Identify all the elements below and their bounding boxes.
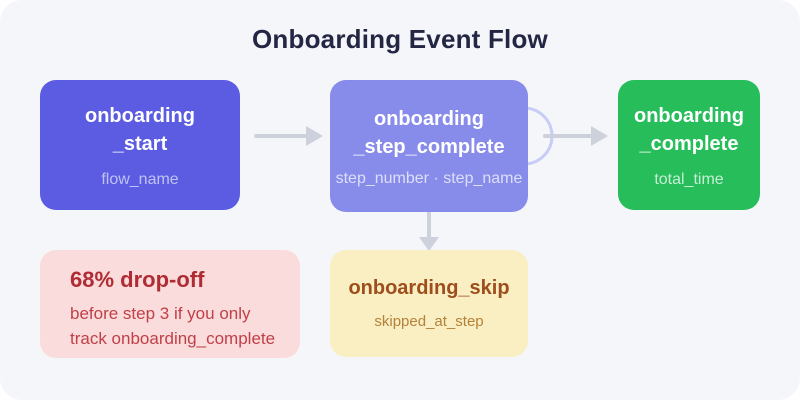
arrow-right-icon [254,126,323,146]
node-params: step_number · step_name [335,169,523,187]
node-onboarding-start: onboarding _start flow_name [40,80,240,210]
page-title: Onboarding Event Flow [252,24,548,54]
dropoff-heading: 68% drop-off [70,267,205,292]
node-onboarding-step-complete: onboarding _step_complete step_number · … [330,80,528,212]
dropoff-callout: 68% drop-off before step 3 if you only t… [40,250,300,358]
node-title: onboarding _complete [634,102,744,158]
node-title-line: onboarding [374,107,484,130]
node-title: onboarding_skip [348,277,510,299]
node-title-line: onboarding [85,104,195,127]
node-params: flow_name [101,170,179,188]
node-params: total_time [654,170,724,188]
node-params: skipped_at_step [374,313,484,330]
node-title-line: onboarding [634,104,744,127]
node-title-line: _start [112,132,168,155]
arrow-right-icon [543,126,608,146]
node-title-line: _complete [639,132,739,155]
node-onboarding-skip: onboarding_skip skipped_at_step [330,250,528,357]
dropoff-body-line: before step 3 if you only [70,304,251,323]
node-title-line: _step_complete [353,135,505,158]
dropoff-body: before step 3 if you only track onboardi… [70,301,300,351]
node-onboarding-complete: onboarding _complete total_time [618,80,760,210]
node-title: onboarding _step_complete [353,105,504,161]
dropoff-body-line: track onboarding_complete [70,329,276,348]
node-title: onboarding _start [85,102,195,158]
arrow-down-icon [419,211,439,251]
